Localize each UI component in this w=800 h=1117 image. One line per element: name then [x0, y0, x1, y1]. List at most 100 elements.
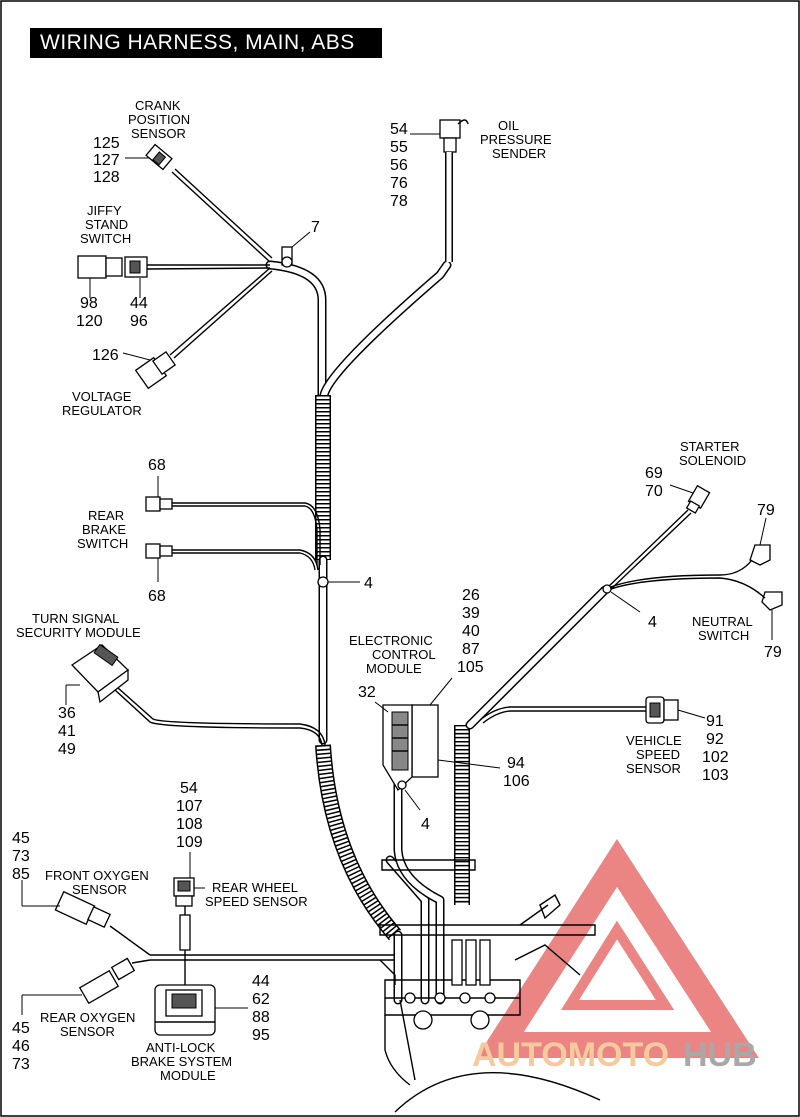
watermark-text-1: AUTOMOTO — [472, 1036, 669, 1074]
rear-brake-switch-bottom — [145, 543, 319, 582]
vss-num-4: 103 — [702, 767, 729, 784]
clip-4b-num: 4 — [648, 614, 657, 631]
neutral-bottom-num: 79 — [764, 644, 782, 661]
starter-num-2: 70 — [645, 483, 663, 500]
front-o2-label-1: FRONT OXYGEN — [45, 868, 149, 883]
vss-label-2: SPEED — [636, 747, 680, 762]
diagram-title: WIRING HARNESS, MAIN, ABS — [30, 28, 382, 58]
watermark-logo: AUTOMOTO HUB — [472, 839, 759, 1074]
jiffy-num-left-2: 120 — [76, 313, 103, 330]
jiffy-num-right-1: 44 — [130, 295, 148, 312]
vreg-label-1: VOLTAGE — [72, 389, 132, 404]
abs-num-1: 44 — [252, 973, 270, 990]
ecm-num-1: 26 — [462, 587, 480, 604]
rear-o2-num-2: 46 — [12, 1038, 30, 1055]
vreg-label-2: REGULATOR — [62, 403, 142, 418]
neutral-label-1: NEUTRAL — [692, 614, 753, 629]
neutral-top-num: 79 — [757, 502, 775, 519]
clip-4c-num: 4 — [421, 816, 430, 833]
rws-label-1: REAR WHEEL — [212, 880, 298, 895]
crank-label-3: SENSOR — [131, 126, 186, 141]
oil-num-2: 55 — [390, 139, 408, 156]
crank-position-sensor — [125, 143, 273, 263]
jiffy-label-2: STAND — [85, 217, 128, 232]
oil-label-3: SENDER — [492, 146, 546, 161]
clip-4-starter — [602, 584, 641, 613]
clip-7-num: 7 — [311, 219, 320, 236]
voltage-regulator — [122, 267, 273, 390]
crank-num-1: 125 — [93, 135, 120, 152]
rear-brake-label-3: SWITCH — [77, 536, 128, 551]
ecm-label-3: MODULE — [366, 661, 422, 676]
turn-num-3: 49 — [58, 741, 76, 758]
front-o2-num-2: 73 — [12, 848, 30, 865]
ecm-num-106: 106 — [503, 773, 530, 790]
oil-label-1: OIL — [498, 118, 519, 133]
rear-brake-label-1: REAR — [88, 508, 124, 523]
rear-o2-label-2: SENSOR — [60, 1024, 115, 1039]
crank-label-2: POSITION — [128, 112, 190, 127]
turn-num-1: 36 — [58, 705, 76, 722]
rws-label-2: SPEED SENSOR — [205, 894, 308, 909]
rear-o2-label-1: REAR OXYGEN — [40, 1010, 135, 1025]
abs-module — [154, 984, 248, 1036]
rear-brake-bottom-num: 68 — [148, 588, 166, 605]
crank-label-1: CRANK — [135, 98, 181, 113]
turn-signal-label-1: TURN SIGNAL — [32, 611, 119, 626]
frame-outline — [150, 859, 601, 1113]
rws-num-1: 54 — [180, 780, 198, 797]
ecm-label-1: ELECTRONIC — [349, 633, 433, 648]
vss-num-2: 92 — [706, 731, 724, 748]
vss-num-1: 91 — [706, 713, 724, 730]
watermark-text-2: HUB — [683, 1036, 757, 1074]
abs-label-2: BRAKE SYSTEM — [131, 1054, 232, 1069]
ecm-num-5: 105 — [457, 659, 484, 676]
jiffy-stand-switch — [77, 255, 271, 298]
turn-signal-security-module — [65, 643, 326, 746]
electronic-control-module — [374, 677, 501, 811]
front-oxygen-sensor — [21, 880, 151, 956]
rear-wheel-speed-sensor — [173, 852, 205, 990]
jiffy-num-left-1: 98 — [80, 295, 98, 312]
rear-o2-num-1: 45 — [12, 1020, 30, 1037]
rear-brake-top-num: 68 — [148, 457, 166, 474]
abs-num-2: 62 — [252, 991, 270, 1008]
vreg-num: 126 — [92, 347, 119, 364]
starter-label-2: SOLENOID — [679, 453, 746, 468]
neutral-switch — [607, 517, 783, 640]
crank-num-2: 127 — [93, 152, 120, 169]
front-o2-label-2: SENSOR — [72, 882, 127, 897]
jiffy-label-1: JIFFY — [87, 203, 122, 218]
rws-num-4: 109 — [176, 834, 203, 851]
vss-label-1: VEHICLE — [626, 733, 682, 748]
vehicle-speed-sensor — [479, 696, 706, 724]
crank-num-3: 128 — [93, 169, 120, 186]
vss-label-3: SENSOR — [626, 761, 681, 776]
turn-num-2: 41 — [58, 723, 76, 740]
front-o2-num-1: 45 — [12, 830, 30, 847]
oil-num-1: 54 — [390, 121, 408, 138]
neutral-label-2: SWITCH — [698, 628, 749, 643]
rws-num-2: 107 — [176, 798, 203, 815]
abs-num-4: 95 — [252, 1027, 270, 1044]
rear-oxygen-sensor — [21, 957, 151, 1015]
jiffy-num-right-2: 96 — [130, 313, 148, 330]
oil-label-2: PRESSURE — [480, 132, 552, 147]
starter-solenoid — [606, 484, 711, 591]
clip-4-trunk — [317, 576, 360, 588]
jiffy-label-3: SWITCH — [80, 231, 131, 246]
ecm-num-4: 87 — [462, 641, 480, 658]
main-harness — [265, 260, 610, 1005]
ecm-num-94: 94 — [507, 755, 525, 772]
starter-num-1: 69 — [645, 465, 663, 482]
oil-num-5: 78 — [390, 193, 408, 210]
starter-label-1: STARTER — [680, 439, 739, 454]
vss-num-3: 102 — [702, 749, 729, 766]
oil-pressure-sender — [410, 119, 469, 262]
rws-num-3: 108 — [176, 816, 203, 833]
ecm-num-3: 40 — [462, 623, 480, 640]
ecm-num-2: 39 — [462, 605, 480, 622]
rear-o2-num-3: 73 — [12, 1056, 30, 1073]
